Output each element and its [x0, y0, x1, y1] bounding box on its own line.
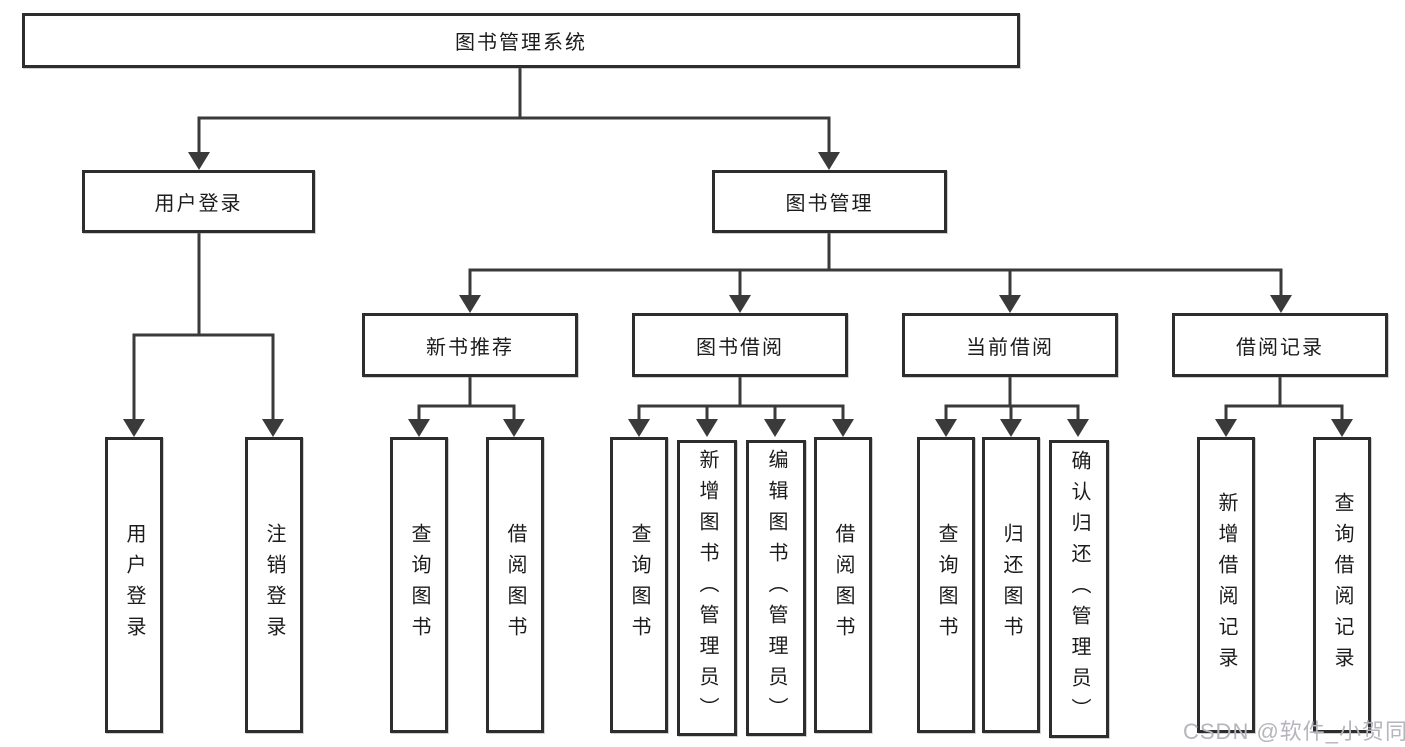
node-borrowing-records-label: 借阅记录 — [1236, 336, 1324, 359]
leaf-current-query-books-label: 查询图书 — [935, 523, 957, 647]
leaf-recommend-query-books: 查询图书 — [390, 437, 448, 733]
leaf-user-login-action: 用户登录 — [105, 437, 163, 733]
leaf-current-confirm-return-admin: 确认归还（管理员） — [1049, 440, 1109, 738]
node-new-book-recommend-label: 新书推荐 — [426, 336, 514, 359]
node-root-label: 图书管理系统 — [455, 32, 587, 54]
node-book-borrowing: 图书借阅 — [632, 313, 848, 377]
leaf-borrowing-add-books-admin-label: 新增图书（管理员） — [696, 448, 718, 728]
node-user-login-label: 用户登录 — [154, 193, 243, 215]
leaf-borrowing-query-books: 查询图书 — [610, 437, 668, 733]
leaf-records-add-record-label: 新增借阅记录 — [1215, 492, 1237, 678]
node-user-login: 用户登录 — [82, 170, 315, 233]
node-book-borrowing-label: 图书借阅 — [696, 336, 784, 359]
leaf-recommend-borrow-books: 借阅图书 — [486, 437, 544, 733]
node-root: 图书管理系统 — [22, 13, 1020, 68]
node-book-management-label: 图书管理 — [785, 193, 874, 215]
leaf-records-query-record: 查询借阅记录 — [1313, 437, 1371, 733]
node-current-borrowing: 当前借阅 — [902, 313, 1118, 377]
leaf-logout-action-label: 注销登录 — [263, 523, 285, 647]
leaf-current-return-books: 归还图书 — [982, 437, 1040, 733]
leaf-borrowing-add-books-admin: 新增图书（管理员） — [677, 440, 737, 736]
node-current-borrowing-label: 当前借阅 — [966, 336, 1054, 359]
leaf-current-return-books-label: 归还图书 — [1000, 523, 1022, 647]
leaf-borrowing-edit-books-admin: 编辑图书（管理员） — [746, 440, 806, 736]
leaf-records-query-record-label: 查询借阅记录 — [1331, 492, 1353, 678]
leaf-borrowing-edit-books-admin-label: 编辑图书（管理员） — [765, 448, 787, 728]
leaf-borrowing-borrow-books-label: 借阅图书 — [832, 523, 854, 647]
csdn-watermark: CSDN @软件_小贺同学 — [1183, 719, 1405, 744]
node-book-management: 图书管理 — [712, 170, 947, 233]
node-new-book-recommend: 新书推荐 — [362, 313, 578, 377]
leaf-current-confirm-return-admin-label: 确认归还（管理员） — [1068, 449, 1090, 729]
leaf-borrowing-borrow-books: 借阅图书 — [814, 437, 872, 733]
leaf-user-login-action-label: 用户登录 — [123, 523, 145, 647]
leaf-records-add-record: 新增借阅记录 — [1197, 437, 1255, 733]
leaf-current-query-books: 查询图书 — [917, 437, 975, 733]
leaf-borrowing-query-books-label: 查询图书 — [628, 523, 650, 647]
leaf-recommend-borrow-books-label: 借阅图书 — [504, 523, 526, 647]
node-borrowing-records: 借阅记录 — [1172, 313, 1388, 377]
leaf-logout-action: 注销登录 — [245, 437, 303, 733]
leaf-recommend-query-books-label: 查询图书 — [408, 523, 430, 647]
